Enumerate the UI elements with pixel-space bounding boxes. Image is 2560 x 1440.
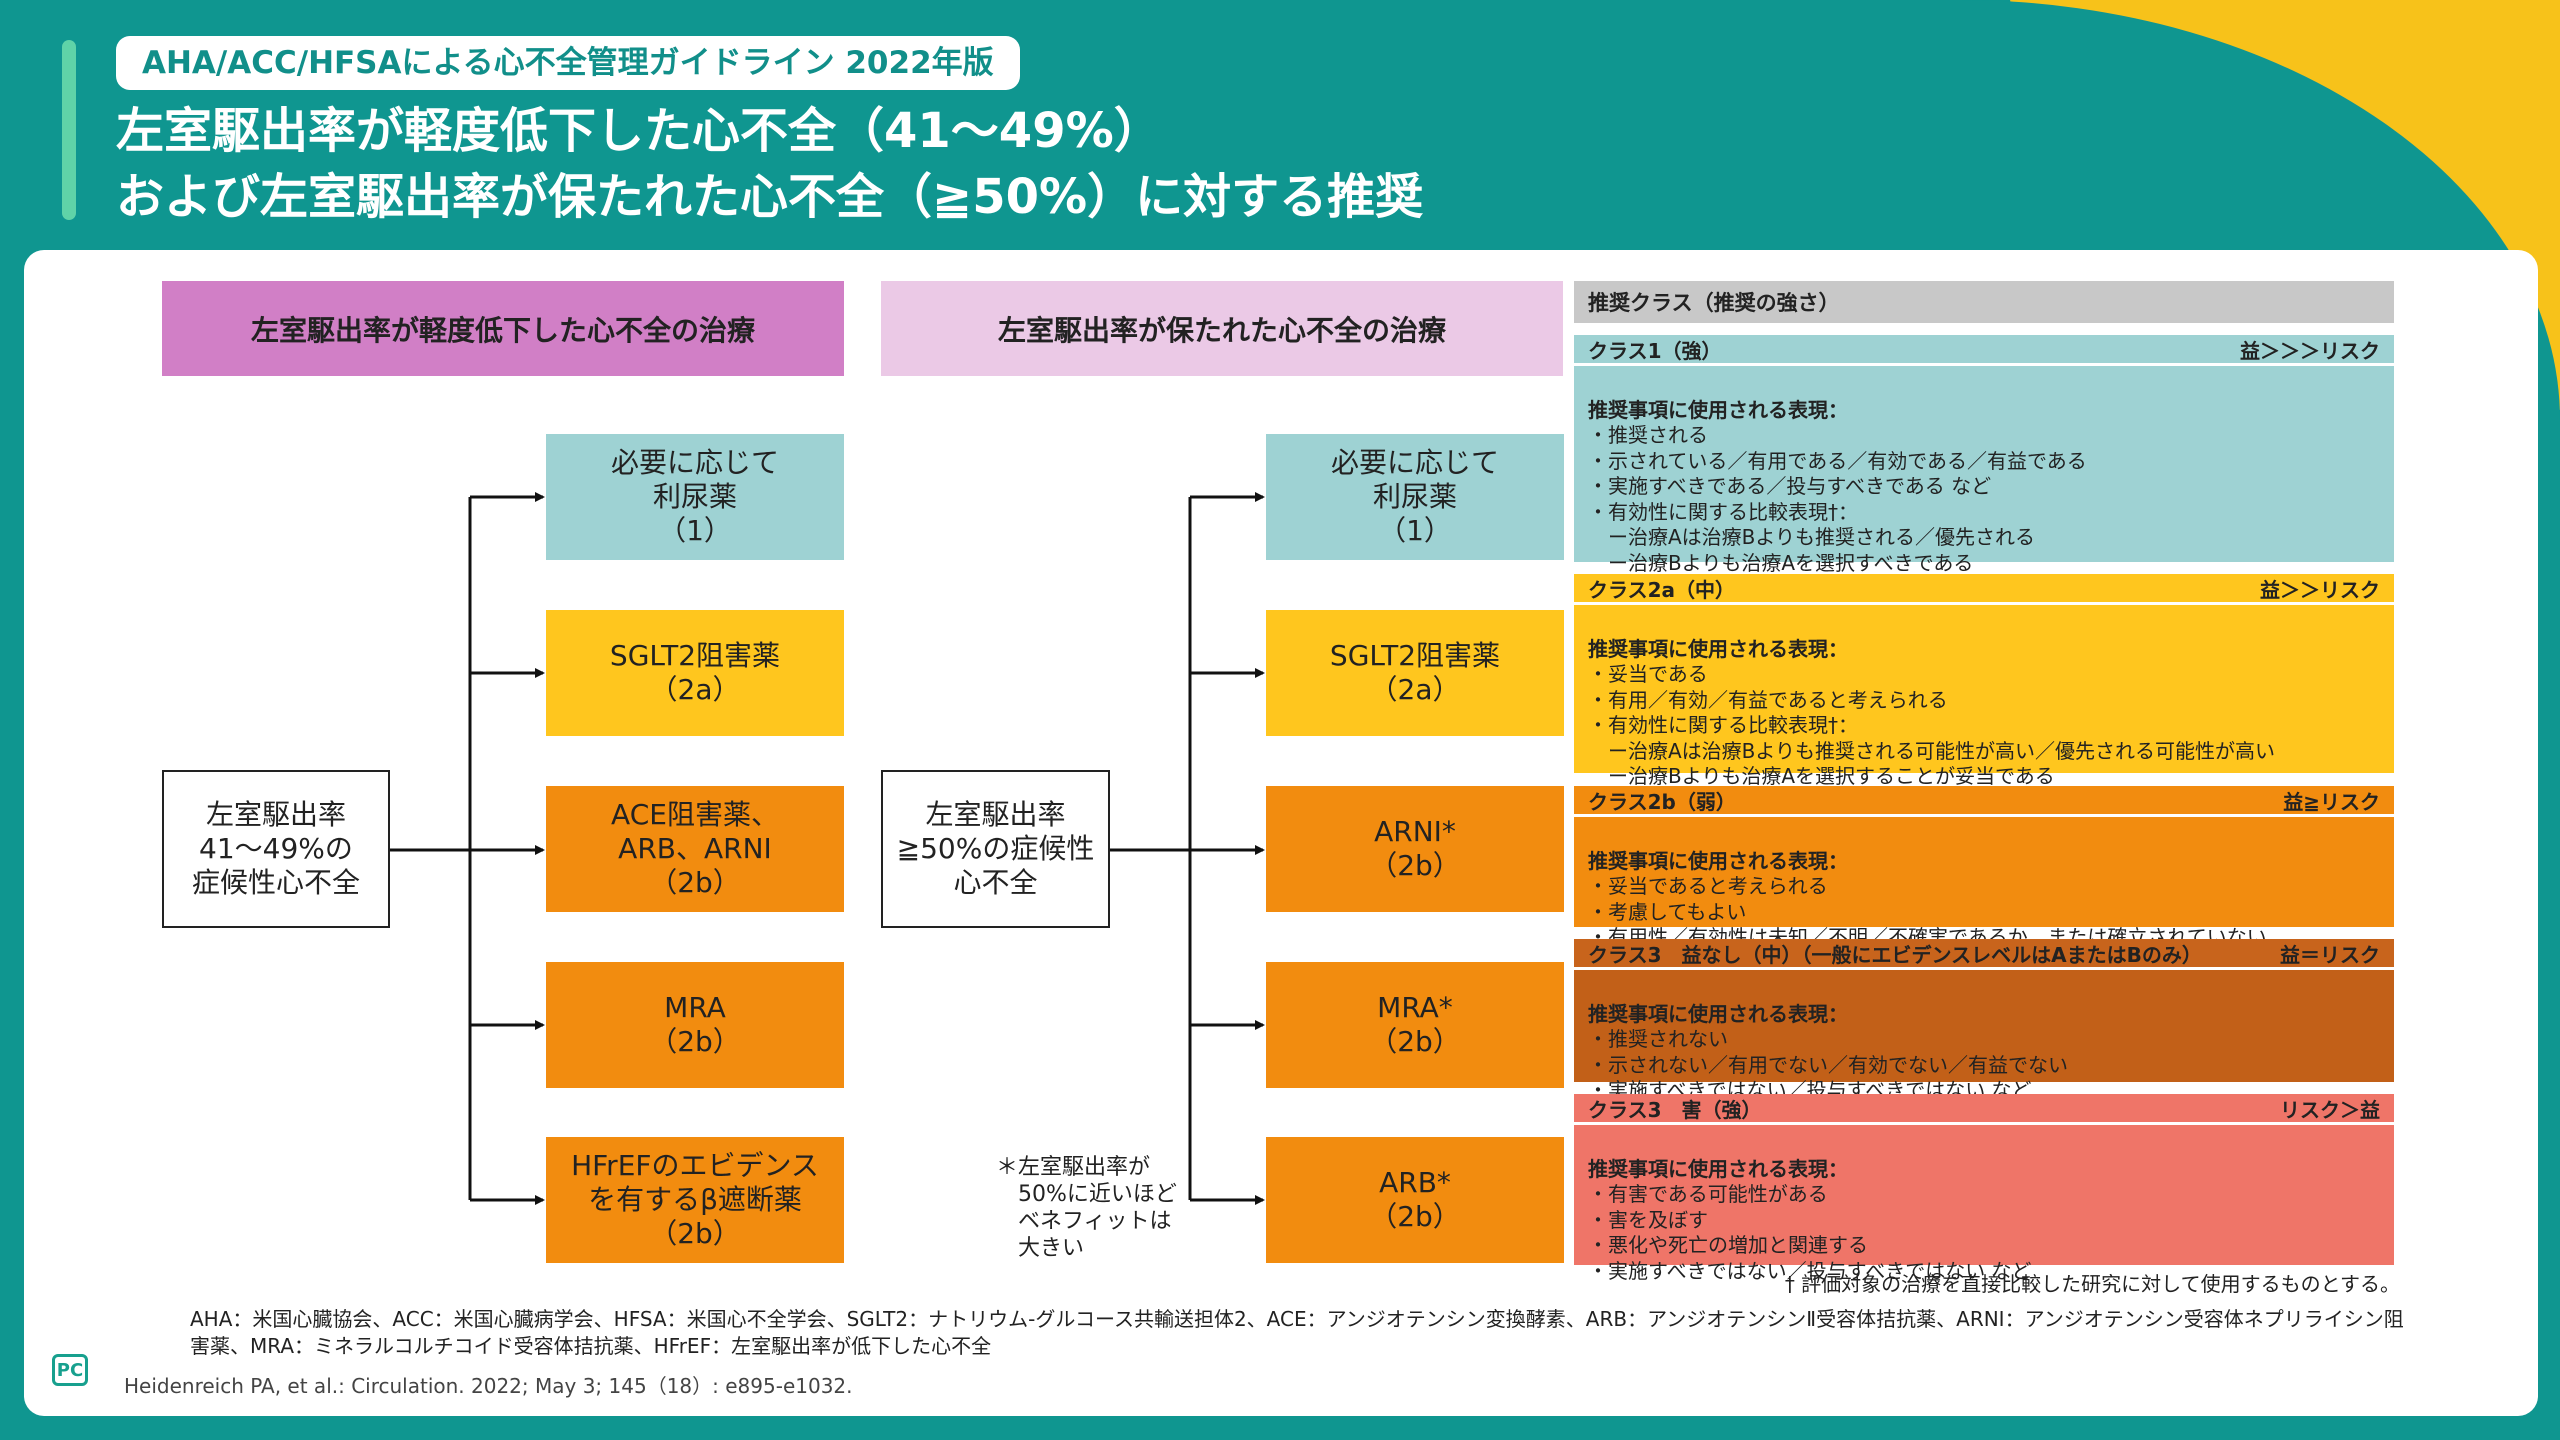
class-1-header: クラス1（強） 益＞＞＞リスク (1574, 335, 2394, 363)
page-title: 左室駆出率が軽度低下した心不全（41〜49%） および左室駆出率が保たれた心不全… (116, 98, 1423, 230)
class-2b-ratio: 益≧リスク (2283, 789, 2380, 814)
legend-title: 推奨クラス（推奨の強さ） (1574, 281, 2394, 323)
class-2a-ratio: 益＞＞リスク (2260, 577, 2380, 602)
class-2a-text: ・妥当である ・有用／有効／有益であると考えられる ・有効性に関する比較表現†：… (1588, 662, 2276, 788)
class-1-label: 推奨事項に使用される表現： (1588, 397, 1848, 422)
right-treatment-arb: ARB* （2b） (1266, 1137, 1564, 1263)
title-line-2: および左室駆出率が保たれた心不全（≧50%）に対する推奨 (116, 169, 1424, 225)
class-3-harm-body: 推奨事項に使用される表現：・有害である可能性がある ・害を及ぼす ・悪化や死亡の… (1574, 1125, 2394, 1283)
dagger-footnote: † 評価対象の治療を直接比較した研究に対して使用するものとする。 (1784, 1272, 2400, 1296)
left-column-header: 左室駆出率が軽度低下した心不全の治療 (162, 281, 844, 376)
ef-benefit-note: ＊左室駆出率が 50%に近いほど ベネフィットは 大きい (996, 1155, 1177, 1261)
class-1-text: ・推奨される ・示されている／有用である／有効である／有益である ・実施すべきで… (1588, 423, 2087, 575)
class-1-name: クラス1（強） (1588, 338, 1722, 363)
right-treatment-diuretic: 必要に応じて 利尿薬 （1） (1266, 434, 1564, 560)
class-3-no-benefit-name: クラス3 益なし（中）（一般にエビデンスレベルはAまたはBのみ） (1588, 942, 2202, 967)
class-3-no-benefit-ratio: 益＝リスク (2280, 942, 2380, 967)
class-3-no-benefit-header: クラス3 益なし（中）（一般にエビデンスレベルはAまたはBのみ） 益＝リスク (1574, 939, 2394, 967)
left-treatment-sglt2: SGLT2阻害薬 （2a） (546, 610, 844, 736)
class-3-no-benefit-text: ・推奨されない ・示されない／有用でない／有効でない／有益でない ・実施すべきで… (1588, 1027, 2068, 1102)
left-source-box: 左室駆出率 41〜49%の 症候性心不全 (162, 770, 390, 928)
class-2a-label: 推奨事項に使用される表現： (1588, 636, 1848, 661)
right-source-box: 左室駆出率 ≧50%の症候性 心不全 (881, 770, 1110, 928)
class-2b-name: クラス2b（弱） (1588, 789, 1736, 814)
left-treatment-mra: MRA （2b） (546, 962, 844, 1088)
class-2a-name: クラス2a（中） (1588, 577, 1736, 602)
class-3-harm-label: 推奨事項に使用される表現： (1588, 1156, 1848, 1181)
publisher-logo: PC (52, 1354, 88, 1386)
left-treatment-ace-arb-arni: ACE阻害薬、 ARB、ARNI （2b） (546, 786, 844, 912)
class-2a-body: 推奨事項に使用される表現：・妥当である ・有用／有効／有益であると考えられる ・… (1574, 605, 2394, 788)
class-3-no-benefit-label: 推奨事項に使用される表現： (1588, 1001, 1848, 1026)
right-treatment-mra: MRA* （2b） (1266, 962, 1564, 1088)
class-1-ratio: 益＞＞＞リスク (2240, 338, 2380, 363)
right-column-header: 左室駆出率が保たれた心不全の治療 (881, 281, 1563, 376)
left-treatment-beta-blocker: HFrEFのエビデンス を有するβ遮断薬 （2b） (546, 1137, 844, 1263)
class-3-harm-ratio: リスク＞益 (2280, 1097, 2380, 1122)
guideline-subtitle: AHA/ACC/HFSAによる心不全管理ガイドライン 2022年版 (116, 36, 1020, 90)
class-3-harm-header: クラス3 害（強） リスク＞益 (1574, 1094, 2394, 1122)
title-line-1: 左室駆出率が軽度低下した心不全（41〜49%） (116, 103, 1162, 159)
right-treatment-arni: ARNI* （2b） (1266, 786, 1564, 912)
class-1-body: 推奨事項に使用される表現：・推奨される ・示されている／有用である／有効である／… (1574, 366, 2394, 575)
right-treatment-sglt2: SGLT2阻害薬 （2a） (1266, 610, 1564, 736)
class-3-harm-text: ・有害である可能性がある ・害を及ぼす ・悪化や死亡の増加と関連する ・実施すべ… (1588, 1182, 2032, 1283)
class-2a-header: クラス2a（中） 益＞＞リスク (1574, 574, 2394, 602)
class-2b-body: 推奨事項に使用される表現：・妥当であると考えられる ・考慮してもよい ・有用性／… (1574, 817, 2394, 949)
class-2b-label: 推奨事項に使用される表現： (1588, 848, 1848, 873)
left-treatment-diuretic: 必要に応じて 利尿薬 （1） (546, 434, 844, 560)
class-3-harm-name: クラス3 害（強） (1588, 1097, 1762, 1122)
citation: Heidenreich PA, et al.: Circulation. 202… (124, 1374, 853, 1398)
abbreviations: AHA：米国心臓協会、ACC：米国心臓病学会、HFSA：米国心不全学会、SGLT… (190, 1307, 2404, 1358)
class-2b-header: クラス2b（弱） 益≧リスク (1574, 786, 2394, 814)
title-accent-bar (62, 40, 76, 220)
class-3-no-benefit-body: 推奨事項に使用される表現：・推奨されない ・示されない／有用でない／有効でない／… (1574, 970, 2394, 1102)
